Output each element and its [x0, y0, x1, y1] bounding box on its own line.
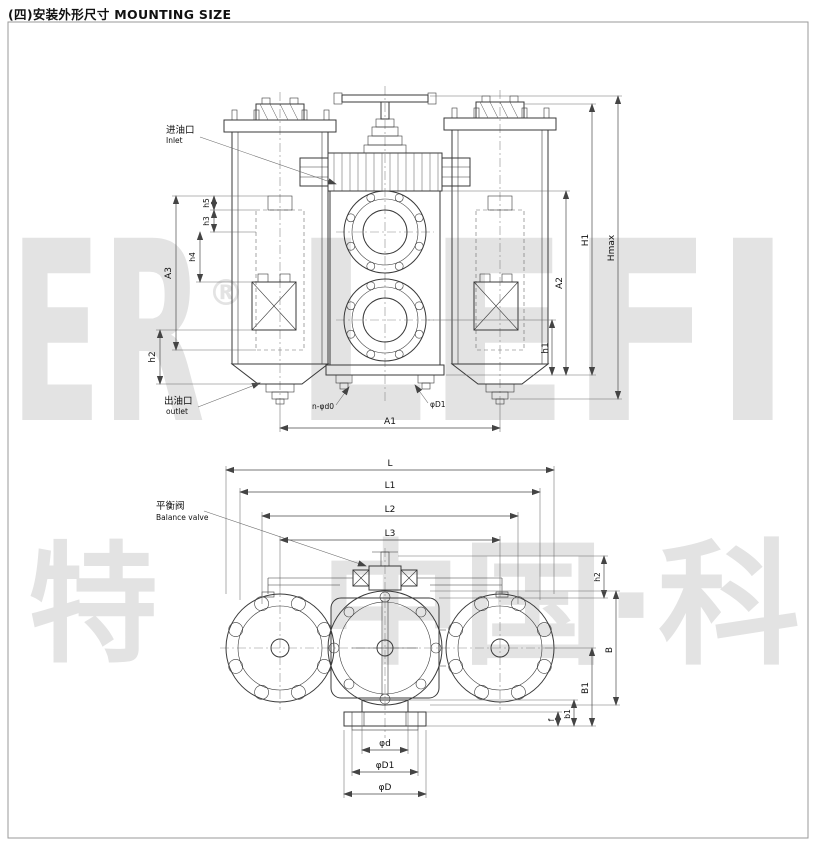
sight-flange-upper [343, 190, 427, 274]
page-border [7, 21, 809, 839]
dim-label-phi-D1: φD1 [376, 761, 395, 771]
dim-label-plan-h2: h2 [593, 572, 602, 582]
plan-center-body [327, 590, 446, 706]
dim-label-h3: h3 [202, 216, 211, 226]
outlet-label-cn: 出油口 [164, 395, 193, 407]
page-title: (四)安装外形尺寸 MOUNTING SIZE [8, 7, 232, 22]
outlet-callout: 出油口 outlet [164, 382, 261, 416]
right-clamp-block [473, 273, 519, 331]
left-filter-housing [223, 97, 337, 405]
dim-label-b1: b1 [563, 709, 572, 719]
sight-flange-lower [343, 278, 427, 362]
dim-label-L: L [387, 459, 392, 469]
front-dimensions-bottom: A1 n-φd0 φD1 [279, 384, 501, 432]
left-clamp-block [251, 273, 297, 331]
dim-label-bolt-holes: n-φd0 [312, 402, 334, 411]
dim-label-h2: h2 [148, 351, 158, 362]
plan-dimensions-bottom: φd φD1 φD [343, 712, 427, 798]
dim-label-L1: L1 [385, 481, 396, 491]
dim-label-B: B [605, 647, 615, 653]
outlet-flange [343, 699, 427, 731]
watermark: ER ® LEFI 特 中国·科 [10, 188, 800, 684]
plan-dimensions-right: h2 B B1 b1 f [398, 555, 620, 727]
dim-label-f: f [547, 718, 556, 721]
dim-label-A2: A2 [555, 277, 565, 289]
dim-label-L2: L2 [385, 505, 396, 515]
watermark-row1-left: ER [10, 188, 205, 479]
dim-label-A1: A1 [384, 417, 396, 427]
dim-label-phi-d: φd [379, 739, 391, 749]
inlet-label-cn: 进油口 [166, 124, 195, 136]
plan-view: 平衡阀 Balance valve L L1 L2 L3 [156, 459, 620, 798]
dim-label-phi-D: φD [379, 783, 392, 793]
plan-right-flange [445, 593, 555, 703]
watermark-row2-right: 中国·科 [320, 527, 800, 684]
dim-label-B1: B1 [581, 682, 591, 694]
dim-label-hmax: Hmax [607, 234, 617, 261]
dim-label-h1: h1 [541, 342, 551, 353]
inlet-callout: 进油口 Inlet [166, 124, 337, 185]
balance-valve-label-en: Balance valve [156, 513, 209, 522]
plan-dimensions-top: L L1 L2 L3 [225, 459, 555, 604]
dim-label-h4: h4 [188, 252, 197, 262]
watermark-row2-left: 特 [28, 529, 158, 681]
dim-label-L3: L3 [385, 529, 396, 539]
center-valve-assembly [299, 92, 471, 390]
dim-label-flange-dia: φD1 [430, 400, 446, 409]
inlet-label-en: Inlet [166, 136, 183, 145]
balance-valve-label-cn: 平衡阀 [156, 500, 185, 512]
dim-label-A3: A3 [164, 267, 174, 279]
right-filter-housing [443, 95, 557, 405]
plan-left-flange [225, 593, 335, 703]
front-view: 进油口 Inlet 出油口 outlet Hmax H1 [148, 86, 622, 432]
front-dimensions-right: Hmax H1 A2 h1 [428, 95, 622, 400]
dim-label-h5: h5 [202, 198, 211, 208]
dim-label-H1: H1 [581, 234, 591, 247]
registered-mark: ® [208, 273, 244, 314]
outlet-label-en: outlet [166, 407, 188, 416]
front-dimensions-left: h5 h3 h4 A3 h2 [148, 195, 268, 385]
